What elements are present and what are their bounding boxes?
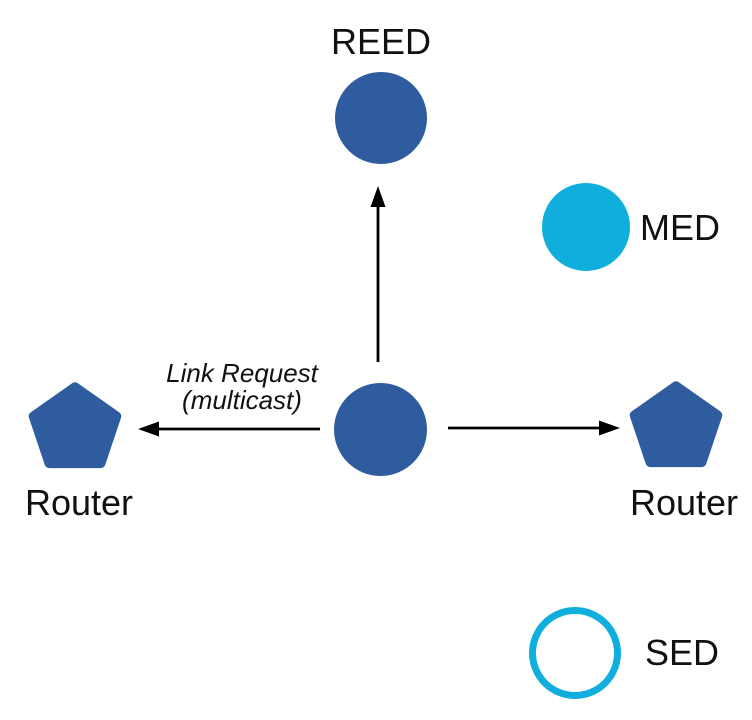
sed-label: SED	[645, 632, 720, 674]
arrow-up	[370, 186, 386, 362]
med-label: MED	[640, 207, 720, 249]
arrow-left	[138, 421, 320, 437]
link-request-line1: Link Request	[166, 358, 318, 388]
router-right-label: Router	[629, 482, 739, 523]
med-node-icon	[542, 183, 630, 271]
reed-node-icon	[335, 72, 427, 164]
router-left-pentagon-icon	[28, 382, 122, 469]
router-left-label: Router	[24, 482, 134, 523]
link-request-annotation: Link Request (multicast)	[166, 360, 318, 414]
center-device-node-icon	[334, 383, 427, 476]
arrow-right	[448, 420, 620, 436]
reed-label: REED	[330, 21, 432, 62]
link-request-line2: (multicast)	[182, 385, 302, 415]
router-right-pentagon-icon	[629, 381, 723, 468]
sed-node-icon	[529, 607, 621, 699]
